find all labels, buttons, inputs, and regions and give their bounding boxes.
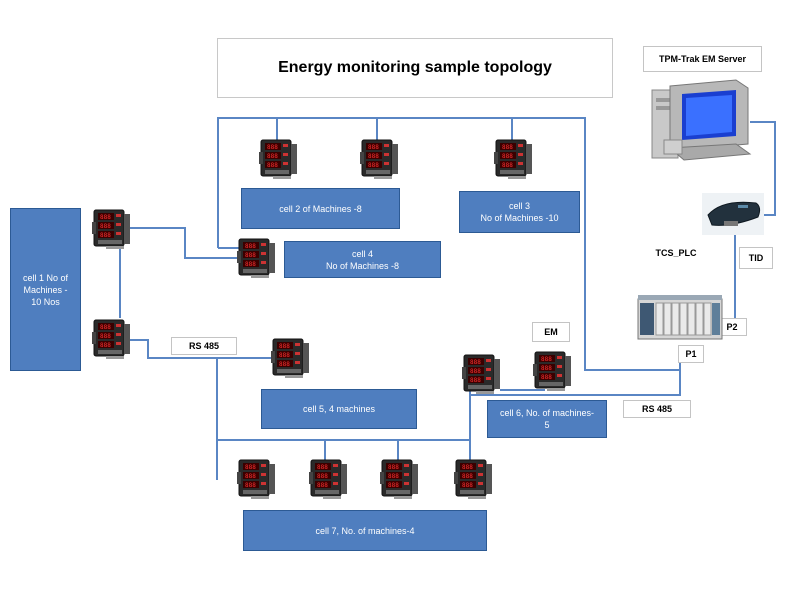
energy-meter-icon (533, 350, 573, 392)
cell-3-box: cell 3 No of Machines -10 (459, 191, 580, 233)
tid-label: TID (739, 247, 773, 269)
energy-meter-icon (237, 458, 277, 500)
energy-meter-icon (237, 237, 277, 279)
em-label: EM (532, 322, 570, 342)
energy-meter-icon (259, 138, 299, 180)
energy-meter-icon (360, 138, 400, 180)
plc-rack-icon (636, 293, 724, 343)
cell-2-box: cell 2 of Machines -8 (241, 188, 400, 229)
cell-1-box: cell 1 No of Machines - 10 Nos (10, 208, 81, 371)
wire-meter1-to-bus (130, 227, 240, 259)
cell-5-box: cell 5, 4 machines (261, 389, 417, 429)
server-computer-icon (650, 78, 754, 164)
server-label: TPM-Trak EM Server (643, 46, 762, 72)
wire-tid-server (750, 121, 776, 216)
cell-6-box: cell 6, No. of machines- 5 (487, 400, 607, 438)
energy-meter-icon (92, 318, 132, 360)
wire-top-bus (217, 117, 680, 371)
p1-label: P1 (678, 345, 704, 363)
energy-meter-icon (462, 353, 502, 395)
energy-meter-icon (380, 458, 420, 500)
plc-label: TCS_PLC (643, 238, 709, 268)
tid-modem-icon (702, 193, 764, 235)
rs485-label-right: RS 485 (623, 400, 691, 418)
energy-meter-icon (92, 208, 132, 250)
diagram-title: Energy monitoring sample topology (217, 38, 613, 98)
energy-meter-icon (454, 458, 494, 500)
cell-7-box: cell 7, No. of machines-4 (243, 510, 487, 551)
energy-meter-icon (271, 337, 311, 379)
rs485-label-left: RS 485 (171, 337, 237, 355)
energy-meter-icon (309, 458, 349, 500)
energy-meter-icon (494, 138, 534, 180)
wire-meter5-rs485 (130, 339, 272, 359)
cell-4-box: cell 4 No of Machines -8 (284, 241, 441, 278)
